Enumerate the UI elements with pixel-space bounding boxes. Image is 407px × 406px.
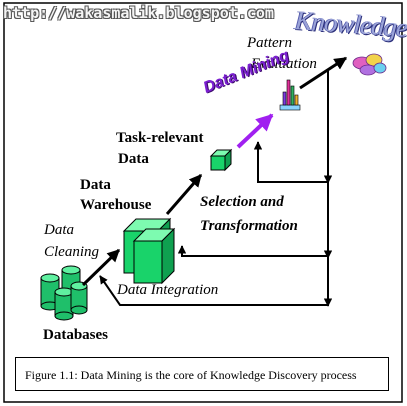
- task-relevant-label-1: Task-relevant: [116, 130, 204, 146]
- figure-caption: Figure 1.1: Data Mining is the core of K…: [25, 368, 357, 382]
- warehouse-label-2: Warehouse: [80, 197, 152, 213]
- databases-label: Databases: [43, 327, 109, 343]
- selection-label-2: Transformation: [200, 218, 298, 234]
- selection-label-1: Selection and: [200, 194, 284, 210]
- warehouse-label-1: Data: [80, 177, 111, 193]
- feedback-return-databases: [99, 275, 328, 306]
- integration-label: Data Integration: [117, 282, 219, 298]
- outer-border: [3, 2, 403, 403]
- pattern-label-1: Pattern: [247, 35, 292, 51]
- selection-arrow: [165, 174, 203, 215]
- data-mining-arrow: [236, 113, 274, 149]
- task-relevant-data-icon: [209, 148, 233, 172]
- pattern-label-2: Evaluation: [251, 56, 317, 72]
- watermark-url: http://wakasmalik.blogspot.com: [3, 4, 274, 22]
- cleaning-label-2: Cleaning: [44, 244, 99, 260]
- feedback-return-selection: [253, 141, 328, 183]
- knowledge-icon: [352, 53, 387, 76]
- task-relevant-label-2: Data: [118, 151, 149, 167]
- databases-icon: [40, 265, 88, 321]
- cleaning-arrow: [81, 248, 121, 287]
- data-warehouse-icon: [122, 217, 176, 285]
- caption-box: Figure 1.1: Data Mining is the core of K…: [15, 357, 389, 391]
- feedback-return-warehouse: [177, 245, 328, 257]
- pattern-chart-icon: [279, 79, 301, 111]
- cleaning-label-1: Data: [44, 222, 74, 238]
- evaluation-arrow: [299, 56, 348, 90]
